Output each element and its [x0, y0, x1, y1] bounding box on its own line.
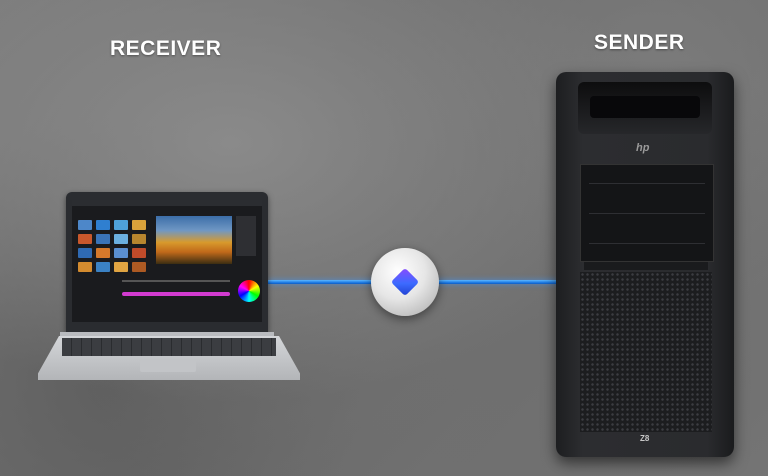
sender-label: SENDER [594, 31, 685, 54]
front-ports [584, 262, 708, 270]
laptop-display [72, 200, 262, 322]
image-preview [156, 216, 232, 264]
receiver-label: RECEIVER [110, 37, 222, 60]
connection-hub [371, 248, 439, 316]
timeline-track [122, 280, 230, 282]
handle-slot [590, 96, 700, 118]
connection-line-left [268, 280, 374, 284]
connection-line-right [436, 280, 558, 284]
laptop-keyboard [62, 338, 276, 356]
hp-logo-icon: hp [636, 142, 650, 154]
photo-thumbnails [78, 220, 150, 272]
laptop-hinge [60, 332, 274, 338]
color-wheel-icon [238, 280, 260, 302]
workstation-sender: hp Z8 [556, 72, 734, 457]
diamond-logo-icon [390, 267, 420, 297]
tower-handle [578, 82, 712, 134]
timeline-clip [122, 292, 230, 296]
drive-bay [580, 164, 714, 262]
laptop-touchpad [140, 360, 196, 372]
app-menu-bar [72, 200, 262, 206]
side-panel [236, 216, 256, 256]
laptop-receiver [66, 192, 268, 332]
front-grille [580, 272, 712, 432]
model-badge-icon: Z8 [640, 434, 650, 443]
